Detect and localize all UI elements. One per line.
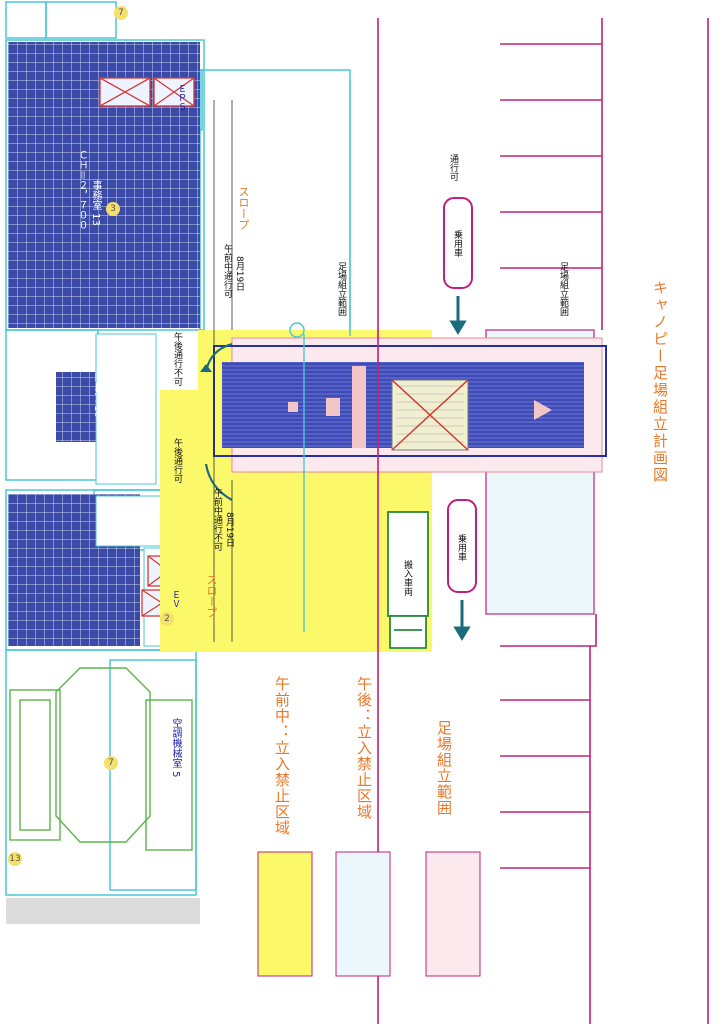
pm-ok-label: 午後通行可 <box>172 438 182 483</box>
parking-stalls <box>500 18 709 1024</box>
legend-swatch-am <box>257 851 313 977</box>
am-ok-label: 午前中通行可 <box>222 244 232 298</box>
room-number-badge: 13 <box>8 852 22 866</box>
stair-room-label: 階段室 10 <box>92 372 103 418</box>
stair-room-area <box>56 372 96 442</box>
truck <box>387 511 429 649</box>
legend-label-am: 午前中：立入禁止区域 <box>273 676 291 836</box>
hvac-room-label: 空調機械室 5 <box>170 718 181 778</box>
office-label: 事務室 13 <box>90 180 101 226</box>
am-ng-label: 午前中通行不可 <box>212 488 222 551</box>
room-number-badge: 2 <box>160 612 174 626</box>
office-ch-label: ＣＨ＝２，７００ <box>76 150 87 230</box>
slope-label-top: スロープ <box>237 186 250 230</box>
car-label-bottom: 乗用車 <box>456 534 466 561</box>
pm-ng-label: 午後通行不可 <box>172 332 182 386</box>
room-number-badge: 7 <box>114 6 128 20</box>
room-number-badge: 7 <box>104 756 118 770</box>
traffic-arrows <box>449 296 471 641</box>
slope-label-bottom: スロープ <box>205 574 218 618</box>
car-bottom <box>447 499 477 593</box>
car-label-top: 乗用車 <box>452 230 462 257</box>
legend-label-pm: 午後：立入禁止区域 <box>355 676 373 820</box>
ev-label: ＥＶ <box>170 590 180 608</box>
legend-swatch-scaffold <box>425 851 481 977</box>
truck-label: 搬入車両 <box>402 560 412 596</box>
drawing-title: キャノピー足場組立計画図 <box>651 280 669 484</box>
scaffold-range-label: 足場組立範囲 <box>558 262 568 316</box>
scaffold-range-label: 足場組立範囲 <box>336 262 346 316</box>
legend-swatch-pm <box>335 851 391 977</box>
room-number-badge: 3 <box>106 202 120 216</box>
legend-label-scaffold: 足場組立範囲 <box>435 720 453 816</box>
lower-building <box>9 667 193 851</box>
eps-label: ＥＰＳ <box>176 84 186 111</box>
date-label-top: 8月19日 <box>234 256 244 292</box>
car-top <box>443 197 473 289</box>
passable-label: 通行可 <box>448 154 458 181</box>
date-label-bottom: 8月19日 <box>224 512 234 548</box>
